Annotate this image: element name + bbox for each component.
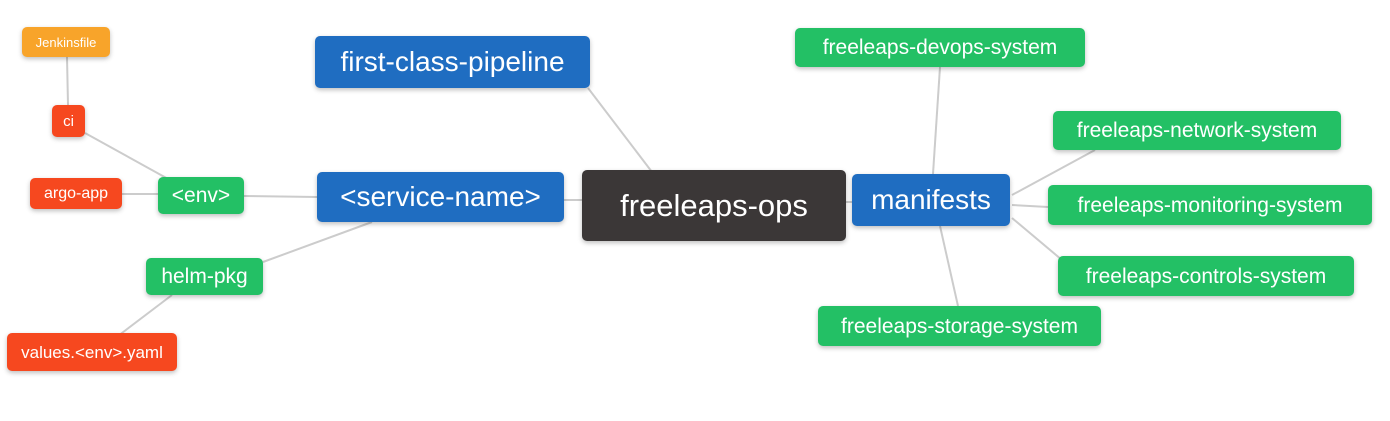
- node-freeleaps-devops-system[interactable]: freeleaps-devops-system: [795, 28, 1085, 67]
- node-first-class-pipeline[interactable]: first-class-pipeline: [315, 36, 590, 88]
- node-freeleaps-controls-system[interactable]: freeleaps-controls-system: [1058, 256, 1354, 296]
- edge-manifests--freeleaps-storage-system: [939, 225, 959, 307]
- node-ci[interactable]: ci: [52, 105, 85, 137]
- node-manifests[interactable]: manifests: [852, 174, 1010, 226]
- edge-helm-pkg--values-env-yaml: [117, 294, 173, 337]
- edge-manifests--freeleaps-devops-system: [932, 66, 941, 175]
- node-freeleaps-storage-system[interactable]: freeleaps-storage-system: [818, 306, 1101, 346]
- node-freeleaps-network-system[interactable]: freeleaps-network-system: [1053, 111, 1341, 150]
- node-env[interactable]: <env>: [158, 177, 244, 214]
- edge-helm-pkg--service-name: [262, 221, 373, 263]
- node-service-name[interactable]: <service-name>: [317, 172, 564, 222]
- edge-env--service-name: [243, 195, 318, 198]
- node-jenkinsfile[interactable]: Jenkinsfile: [22, 27, 110, 57]
- node-helm-pkg[interactable]: helm-pkg: [146, 258, 263, 295]
- edge-manifests--freeleaps-monitoring-system: [1011, 204, 1049, 208]
- node-freeleaps-monitoring-system[interactable]: freeleaps-monitoring-system: [1048, 185, 1372, 225]
- edge-ci--env: [84, 132, 171, 181]
- node-freeleaps-ops[interactable]: freeleaps-ops: [582, 170, 846, 241]
- node-argo-app[interactable]: argo-app: [30, 178, 122, 209]
- edge-jenkinsfile--ci: [66, 56, 69, 106]
- edge-first-class-pipeline--freeleaps-ops: [587, 87, 653, 173]
- node-values-env-yaml[interactable]: values.<env>.yaml: [7, 333, 177, 371]
